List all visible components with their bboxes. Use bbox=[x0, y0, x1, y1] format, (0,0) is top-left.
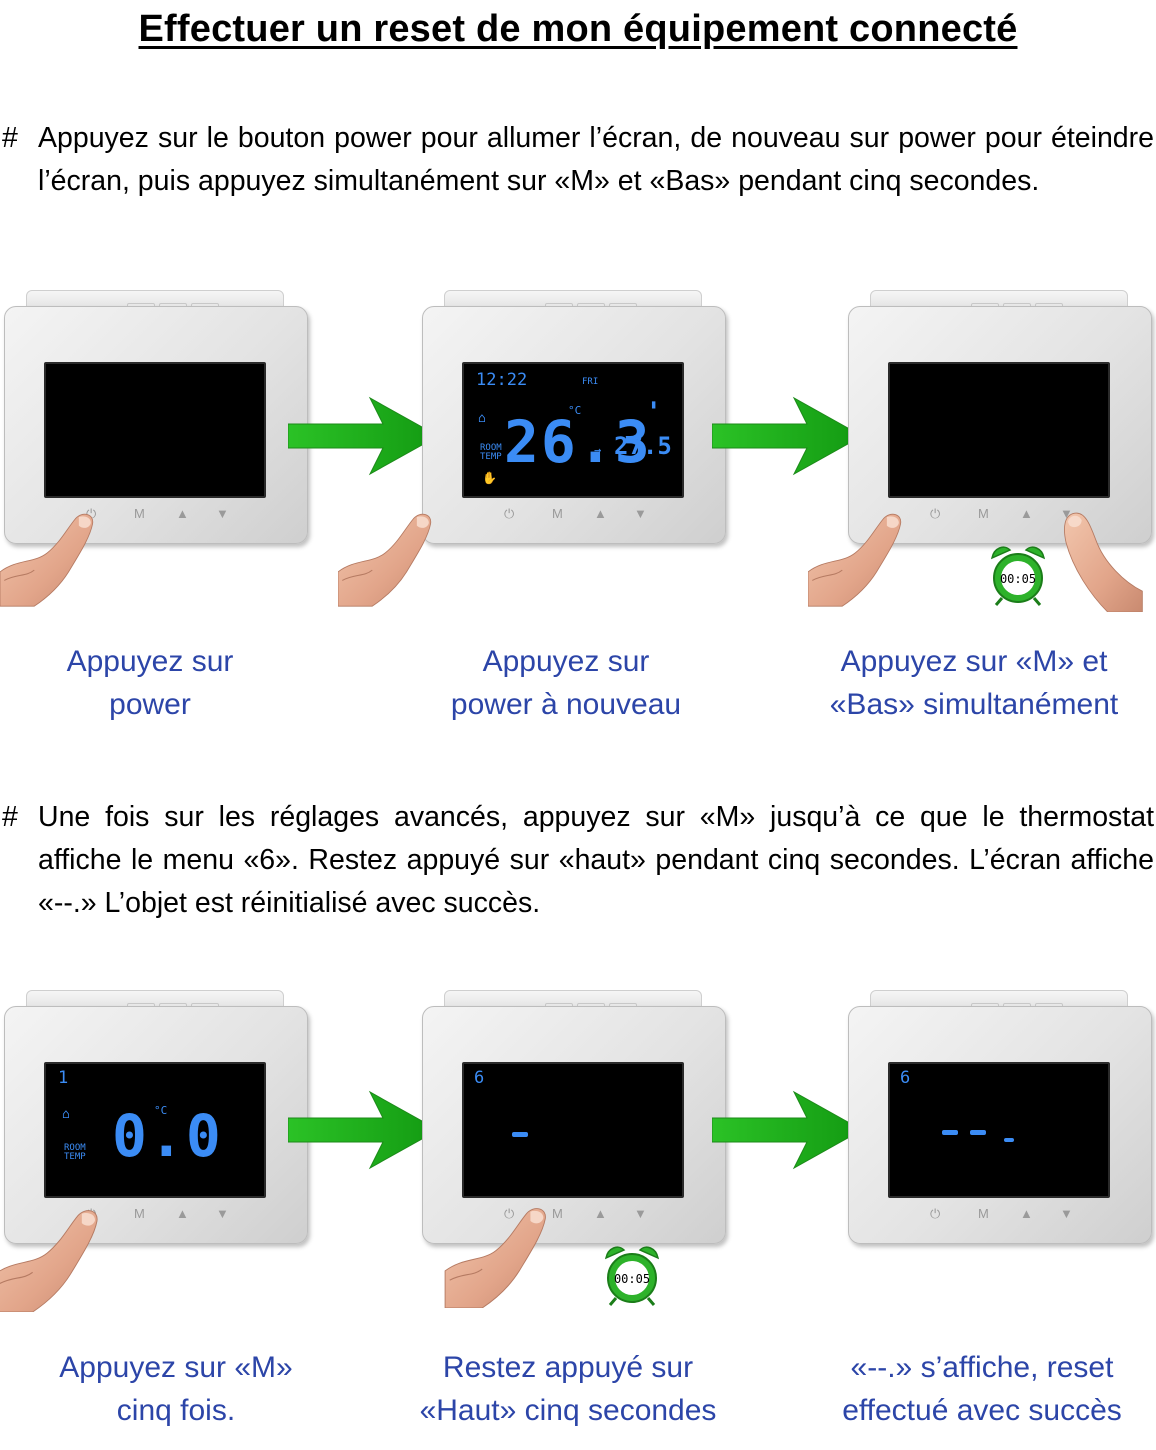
lcd-dot bbox=[1004, 1138, 1014, 1142]
caption-step-5: Restez appuyé sur «Haut» cinq secondes bbox=[398, 1346, 738, 1432]
finger-pointing-icon bbox=[1054, 508, 1144, 612]
device-buttons: ⏻ M ▲ ▼ bbox=[66, 506, 266, 530]
caption-step-4: Appuyez sur «M» cinq fois. bbox=[6, 1346, 346, 1432]
lcd-time: 12:22 bbox=[476, 370, 528, 390]
caption-line: Appuyez sur «M» bbox=[59, 1351, 293, 1384]
up-arrow-icon: ▲ bbox=[594, 506, 607, 521]
caption-step-6: «--.» s’affiche, reset effectué avec suc… bbox=[812, 1346, 1152, 1432]
caption-step-2: Appuyez sur power à nouveau bbox=[396, 640, 736, 726]
lcd-day: FRI bbox=[582, 377, 599, 387]
finger-pointing-icon bbox=[420, 1206, 600, 1308]
green-arrow-icon bbox=[288, 1090, 438, 1170]
m-button-label: M bbox=[978, 506, 989, 521]
caption-line: «--.» s’affiche, reset bbox=[850, 1351, 1114, 1384]
down-arrow-icon: ▼ bbox=[216, 1206, 229, 1221]
lcd-menu-index: 6 bbox=[900, 1068, 911, 1088]
m-button-label: M bbox=[552, 506, 563, 521]
lcd-temperature: 26.3 bbox=[504, 408, 652, 476]
caption-step-3: Appuyez sur «M» et «Bas» simultanément bbox=[804, 640, 1144, 726]
down-arrow-icon: ▼ bbox=[634, 1206, 647, 1221]
caption-line: «Bas» simultanément bbox=[829, 688, 1119, 721]
caption-line: power bbox=[109, 688, 191, 721]
timer-label: 00:05 bbox=[1000, 572, 1036, 586]
lcd-menu-index: 6 bbox=[474, 1068, 485, 1088]
illustration-row-2: 1 ⌂ ROOM TEMP 0.0 °C ⏻ M ▲ ▼ 6 ⏻ M ▲ ▼ bbox=[0, 986, 1156, 1316]
thermostat-device-menu-1: 1 ⌂ ROOM TEMP 0.0 °C ⏻ M ▲ ▼ bbox=[4, 986, 308, 1286]
down-arrow-icon: ▼ bbox=[634, 506, 647, 521]
finger-pointing-icon bbox=[338, 506, 458, 612]
power-icon: ⏻ bbox=[504, 506, 515, 521]
hand-icon: ✋ bbox=[482, 471, 497, 485]
arrow-right-icon: → bbox=[594, 443, 602, 457]
up-arrow-icon: ▲ bbox=[1020, 506, 1033, 521]
power-icon: ⏻ bbox=[86, 506, 97, 521]
illustration-row-1: ⏻ M ▲ ▼ 12:22 FRI ⌂ ROOM TEMP 26.3 °C ▮ … bbox=[0, 286, 1156, 616]
thermostat-device-menu-6: 6 ⏻ M ▲ ▼ 00:05 bbox=[422, 986, 726, 1286]
lcd-screen: 6 bbox=[888, 1062, 1110, 1198]
lcd-screen: 12:22 FRI ⌂ ROOM TEMP 26.3 °C ▮ → 27.5 ✋ bbox=[462, 362, 684, 498]
lcd-value: 0.0 bbox=[112, 1102, 223, 1170]
timer-label: 00:05 bbox=[614, 1272, 650, 1286]
caption-step-1: Appuyez sur power bbox=[0, 640, 320, 726]
instruction-text: Appuyez sur le bouton power pour allumer… bbox=[38, 122, 1154, 197]
lcd-screen: 6 bbox=[462, 1062, 684, 1198]
caption-line: «Haut» cinq secondes bbox=[419, 1394, 717, 1427]
up-arrow-icon: ▲ bbox=[176, 506, 189, 521]
finger-pointing-icon bbox=[808, 506, 928, 612]
m-button-label: M bbox=[134, 1206, 145, 1221]
finger-pointing-icon bbox=[0, 1208, 128, 1312]
device-buttons: ⏻ M ▲ ▼ bbox=[484, 506, 684, 530]
thermostat-device-reset-done: 6 ⏻ M ▲ ▼ bbox=[848, 986, 1152, 1286]
finger-pointing-icon bbox=[0, 506, 120, 612]
power-icon: ⏻ bbox=[930, 506, 941, 521]
alarm-clock-icon: 00:05 bbox=[986, 542, 1050, 606]
lcd-screen bbox=[888, 362, 1110, 498]
lcd-set-temperature: 27.5 bbox=[614, 432, 672, 460]
lcd-dash bbox=[942, 1130, 958, 1135]
alarm-clock-icon: 00:05 bbox=[600, 1242, 664, 1306]
down-arrow-icon: ▼ bbox=[1060, 1206, 1073, 1221]
green-arrow-icon bbox=[712, 396, 862, 476]
down-arrow-icon: ▼ bbox=[216, 506, 229, 521]
room-temp-label: ROOM TEMP bbox=[480, 443, 502, 462]
device-buttons: ⏻ M ▲ ▼ bbox=[484, 1206, 684, 1230]
home-icon: ⌂ bbox=[62, 1107, 70, 1122]
m-button-label: M bbox=[552, 1206, 563, 1221]
power-icon: ⏻ bbox=[504, 1206, 515, 1221]
up-arrow-icon: ▲ bbox=[1020, 1206, 1033, 1221]
power-icon: ⏻ bbox=[930, 1206, 941, 1221]
caption-line: power à nouveau bbox=[450, 688, 682, 721]
caption-line: cinq fois. bbox=[116, 1394, 236, 1427]
instruction-text: Une fois sur les réglages avancés, appuy… bbox=[38, 801, 1154, 919]
up-arrow-icon: ▲ bbox=[594, 1206, 607, 1221]
lcd-unit: °C bbox=[568, 404, 582, 417]
lcd-dash bbox=[970, 1130, 986, 1135]
lcd-screen: 1 ⌂ ROOM TEMP 0.0 °C bbox=[44, 1062, 266, 1198]
lcd-dash bbox=[512, 1132, 528, 1137]
battery-icon: ▮ bbox=[650, 397, 658, 411]
home-icon: ⌂ bbox=[478, 411, 486, 426]
up-arrow-icon: ▲ bbox=[176, 1206, 189, 1221]
thermostat-device-on: 12:22 FRI ⌂ ROOM TEMP 26.3 °C ▮ → 27.5 ✋… bbox=[422, 286, 726, 586]
bullet: # bbox=[2, 801, 18, 833]
green-arrow-icon bbox=[712, 1090, 862, 1170]
caption-line: Appuyez sur «M» et bbox=[840, 645, 1108, 678]
lcd-unit: °C bbox=[154, 1104, 168, 1117]
green-arrow-icon bbox=[288, 396, 438, 476]
room-temp-label: ROOM TEMP bbox=[64, 1143, 86, 1162]
lcd-menu-index: 1 bbox=[58, 1068, 69, 1088]
caption-line: effectué avec succès bbox=[842, 1394, 1122, 1427]
caption-line: Appuyez sur bbox=[66, 645, 234, 678]
caption-line: Appuyez sur bbox=[482, 645, 650, 678]
lcd-screen bbox=[44, 362, 266, 498]
device-buttons: ⏻ M ▲ ▼ bbox=[910, 1206, 1110, 1230]
page-title: Effectuer un reset de mon équipement con… bbox=[138, 8, 1018, 50]
thermostat-device-off: ⏻ M ▲ ▼ bbox=[4, 286, 308, 586]
thermostat-device-off-two-fingers: ⏻ M ▲ ▼ 00:05 bbox=[848, 286, 1152, 586]
m-button-label: M bbox=[978, 1206, 989, 1221]
m-button-label: M bbox=[134, 506, 145, 521]
caption-line: Restez appuyé sur bbox=[442, 1351, 694, 1384]
bullet: # bbox=[2, 122, 18, 154]
